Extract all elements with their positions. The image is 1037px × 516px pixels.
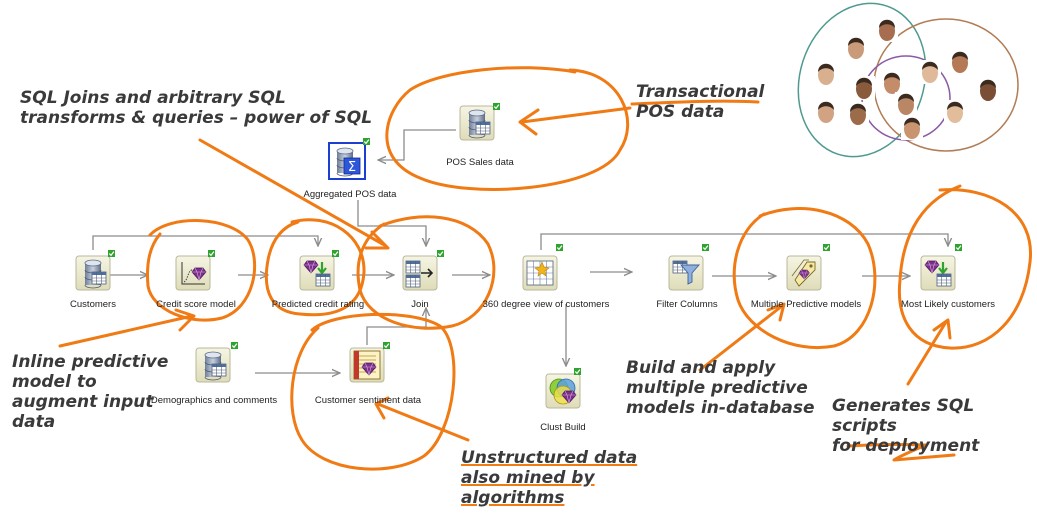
face-photo-hair [850, 103, 866, 112]
arrow-transactional [518, 106, 632, 136]
face-photo-head [879, 21, 895, 41]
face-photo-hair [980, 79, 996, 88]
node-label-pos-sales: POS Sales data [446, 157, 514, 168]
connector-pos-aggregated [378, 129, 456, 160]
face-photo-head [850, 105, 866, 125]
face-photo-head [818, 103, 834, 123]
node-label-multiple-models: Multiple Predictive models [750, 299, 862, 310]
node-label-sentiment: Customer sentiment data [314, 395, 422, 406]
note-generates-sql: Generates SQL scripts for deployment [832, 396, 980, 456]
face-photo-hair [818, 63, 834, 72]
face-photo-hair [879, 19, 895, 28]
face-photo-hair [848, 37, 864, 46]
node-clust-build[interactable] [545, 367, 582, 409]
node-multiple-models[interactable] [786, 243, 831, 291]
face-photo-hair [904, 117, 920, 126]
svg-text:Σ: Σ [348, 160, 356, 175]
face-photo-head [898, 95, 914, 115]
node-join[interactable] [402, 249, 445, 291]
face-photo-hair [922, 61, 938, 70]
face-photo-head [884, 74, 900, 94]
node-label-join: Join [411, 299, 429, 310]
node-label-clust-build: Clust Build [540, 422, 586, 433]
note-transactional-pos: Transactional POS data [636, 82, 765, 122]
face-photo-head [848, 39, 864, 59]
node-label-aggregated-pos: Aggregated POS data [303, 189, 397, 200]
face-photo-head [952, 53, 968, 73]
note-inline-predictive: Inline predictive model to augment input… [12, 352, 169, 432]
connector-customers-predicted [92, 235, 318, 250]
arrow-generates [906, 318, 952, 386]
annotation-strokes [58, 66, 1032, 471]
face-photo-hair [818, 101, 834, 110]
arrow-inline [58, 308, 196, 348]
face-photo-hair [952, 51, 968, 60]
node-label-customers: Customers [70, 299, 116, 310]
node-most-likely[interactable] [920, 243, 963, 291]
node-customers[interactable] [75, 249, 116, 291]
note-unstructured-data: Unstructured data also mined by algorith… [461, 448, 638, 508]
face-photo-hair [898, 93, 914, 102]
circle-sentiment [290, 312, 456, 471]
underline-generates [846, 442, 956, 462]
node-360-view[interactable] [522, 243, 564, 291]
node-label-filter-columns: Filter Columns [656, 299, 718, 310]
node-filter-columns[interactable] [668, 243, 710, 291]
note-build-apply: Build and apply multiple predictive mode… [626, 358, 815, 418]
circle-most-likely [897, 184, 1032, 350]
customer-segments-photo-icon [797, 2, 1019, 158]
face-photo-hair [884, 72, 900, 81]
face-photo-head [922, 63, 938, 83]
node-predicted-credit[interactable] [299, 249, 340, 291]
node-credit-score[interactable] [175, 249, 216, 291]
circle-join [356, 215, 496, 330]
face-photo-head [980, 81, 996, 101]
circle-predicted-credit [264, 218, 366, 317]
arrow-build [698, 302, 786, 372]
note-sql-joins: SQL Joins and arbitrary SQL transforms &… [20, 88, 373, 128]
face-photo-head [856, 79, 872, 99]
node-label-credit-score: Credit score model [156, 299, 236, 310]
node-pos-sales[interactable] [459, 102, 501, 141]
node-customer-sentiment[interactable] [349, 341, 391, 383]
flow-connectors [92, 129, 948, 373]
circle-multiple-models [732, 207, 877, 349]
node-label-demographics: Demographics and comments [150, 395, 278, 406]
node-label-most-likely: Most Likely customers [901, 299, 995, 310]
arrow-unstructured [374, 396, 470, 442]
connector-sentiment-join [366, 308, 426, 345]
circle-pos-sales [385, 66, 630, 191]
face-photo-head [904, 119, 920, 139]
arrow-sql [198, 138, 390, 250]
underline-transactional [630, 99, 760, 106]
connector-aggregated-join [357, 200, 426, 246]
node-demographics[interactable] [195, 341, 239, 383]
face-photo-head [947, 103, 963, 123]
face-photo-hair [947, 101, 963, 110]
face-photo-hair [856, 77, 872, 86]
node-aggregated-pos[interactable]: Σ [328, 137, 371, 180]
node-label-360-view: 360 degree view of customers [482, 299, 610, 310]
face-photo-head [818, 65, 834, 85]
node-label-predicted-credit: Predicted credit rating [271, 299, 365, 310]
circle-credit-score [146, 219, 257, 322]
